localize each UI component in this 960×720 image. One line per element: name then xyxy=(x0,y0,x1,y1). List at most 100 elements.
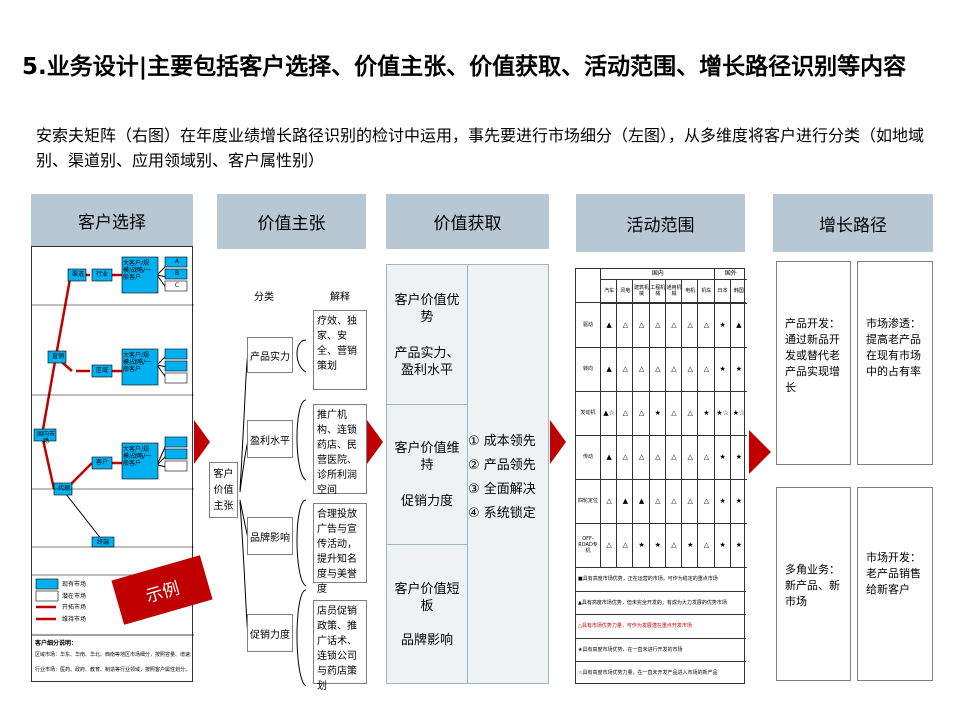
value-prop-category-header: 分类 xyxy=(254,292,274,303)
scope-cell-mark: △ xyxy=(681,391,699,436)
scope-cell-mark: ★ xyxy=(681,523,699,568)
scope-cell-mark: △ xyxy=(664,391,683,436)
customer-note-line: 行业市场：医药、政府、教育、制造等行业领域，按照客户属性划分。 xyxy=(35,667,191,673)
value-prop-category: 促销力度 xyxy=(247,614,293,652)
scope-cell-mark: △ xyxy=(648,347,666,392)
value-capture-title: 客户价值优势 xyxy=(394,293,460,325)
scope-column-header: 通用机械 xyxy=(664,279,683,304)
scope-cell-mark: ▲ xyxy=(729,303,747,348)
flow-arrow xyxy=(194,420,210,464)
scope-cell-mark: △ xyxy=(632,347,650,392)
scope-cell-mark: △ xyxy=(600,523,618,568)
scope-column-header: 工程机械 xyxy=(648,279,666,304)
flow-arrow xyxy=(749,430,771,474)
scope-row-label: 四轮定位 xyxy=(576,479,600,524)
tree-level2-label: 终端 xyxy=(96,539,109,546)
legend-label: 开拓市场 xyxy=(62,604,87,611)
value-capture-sub: 促销力度 xyxy=(400,494,453,509)
scope-cell-mark: ★ xyxy=(713,347,731,392)
value-capture-divider xyxy=(386,404,468,405)
scope-divider xyxy=(576,302,746,303)
scope-cell-mark: △ xyxy=(697,523,715,568)
growth-product-development: 产品开发：通过新品开发或替代老产品实现增长 xyxy=(776,261,851,465)
scope-cell-mark: ▲☆ xyxy=(600,391,618,436)
scope-cell-mark: ★ xyxy=(729,479,747,524)
tree-tag-label: C xyxy=(174,282,180,289)
scope-cell-mark: △ xyxy=(648,303,666,348)
customer-note-line: 区域市场：华东、华南、华北、西南等地区市场细分，按照容量、增速划分。 xyxy=(35,652,191,658)
tree-level2-label: 区域 xyxy=(95,367,108,374)
tree-leaf-label: 大客户/规模/战略/一般客户 xyxy=(123,352,152,373)
tree-leaf-label: 大客户/规模/战略/一般客户 xyxy=(123,446,152,467)
scope-note: △具有市场优势力量，可作为发展潜在重点开发市场 xyxy=(576,614,746,638)
scope-cell-mark: ★ xyxy=(697,391,715,436)
scope-cell-mark: ★☆ xyxy=(713,391,731,436)
scope-cell-mark: △ xyxy=(616,435,634,480)
scope-row-label: 驱动 xyxy=(576,303,600,348)
scope-column-header: 电机 xyxy=(681,279,699,304)
scope-cell-mark: △ xyxy=(664,303,683,348)
scope-cell-mark: ▲ xyxy=(600,303,618,348)
value-capture-divider xyxy=(386,264,468,684)
scope-cell-mark: △ xyxy=(600,479,618,524)
scope-column-header: 风电 xyxy=(616,279,634,304)
scope-cell-mark: △ xyxy=(681,347,699,392)
tree-level1-label: 代理 xyxy=(57,485,70,492)
scope-cell-mark: △ xyxy=(632,435,650,480)
scope-cell-mark: △ xyxy=(681,303,699,348)
value-capture-strategy-list: ① 成本领先 ② 产品领先 ③ 全面解决 ④ 系统锁定 xyxy=(468,430,536,526)
scope-group-header: 国内 xyxy=(600,269,715,280)
value-prop-explain-header: 解释 xyxy=(330,292,350,303)
value-capture-title: 客户价值维持 xyxy=(394,441,460,473)
value-prop-category: 盈利水平 xyxy=(247,420,293,458)
scope-cell-mark: △ xyxy=(632,391,650,436)
tree-root-label: 国内市场 xyxy=(36,431,55,445)
value-prop-center-box: 客户价值主张 xyxy=(209,462,238,518)
legend-label: 现有市场 xyxy=(62,581,87,588)
scope-cell-mark: ▲ xyxy=(616,479,634,524)
scope-cell-mark: △ xyxy=(664,435,683,480)
scope-cell-mark: ★ xyxy=(729,347,747,392)
tree-tag-label: B xyxy=(174,270,180,277)
scope-cell-mark: ★☆ xyxy=(729,391,747,436)
scope-cell-mark: △ xyxy=(616,391,634,436)
legend-label: 潜在市场 xyxy=(62,593,87,600)
scope-cell-mark: ▲ xyxy=(632,479,650,524)
scope-note: ■具有高度市场优势，正在运营的市场，可作为稳定的重点市场 xyxy=(576,567,746,591)
scope-cell-mark: ★ xyxy=(632,523,650,568)
scope-cell-mark: ▲ xyxy=(600,347,618,392)
scope-cell-mark: ★ xyxy=(729,435,747,480)
flow-arrow xyxy=(367,420,383,464)
tree-level2-label: 客户 xyxy=(95,459,108,466)
page-subtitle: 安索夫矩阵（右图）在年度业绩增长路径识别的检讨中运用，事先要进行市场细分（左图）… xyxy=(36,126,925,170)
value-prop-explain: 合理投放广告与宣传活动，提升知名度与美誉度 xyxy=(313,503,367,595)
scope-grid: 国内国外汽车风电建筑机械工程机械通用机械电机机车日本韩国驱动▲△△△△△△★▲转… xyxy=(575,268,747,685)
scope-note: ☆具有高度市场优势力量，在一直未开发产品进入市场的新产品 xyxy=(576,661,746,685)
scope-column-header: 建筑机械 xyxy=(632,279,650,304)
scope-cell-mark: △ xyxy=(664,479,683,524)
scope-cell-mark: △ xyxy=(616,303,634,348)
scope-cell-mark: △ xyxy=(664,523,683,568)
growth-diversification: 多角业务：新产品、新市场 xyxy=(776,487,851,681)
scope-cell-mark: △ xyxy=(697,479,715,524)
column-header-value-prop: 价值主张 xyxy=(217,194,366,249)
scope-column-header: 韩国 xyxy=(729,279,747,304)
scope-cell-mark: △ xyxy=(632,303,650,348)
scope-cell-mark: △ xyxy=(616,347,634,392)
value-prop-category: 产品实力 xyxy=(247,337,293,373)
scope-cell-mark: △ xyxy=(664,347,683,392)
scope-cell-mark: △ xyxy=(648,435,666,480)
value-capture-sub: 产品实力、盈利水平 xyxy=(394,346,460,378)
scope-cell-mark: △ xyxy=(616,523,634,568)
scope-cell-mark: ★ xyxy=(648,391,666,436)
scope-row-label: 发动机 xyxy=(576,391,600,436)
page-title: 5.业务设计|主要包括客户选择、价值主张、价值获取、活动范围、增长路径识别等内容 xyxy=(22,54,907,80)
scope-column-header: 汽车 xyxy=(600,279,618,304)
value-prop-explain: 店员促销政策、推广话术、连锁公司与药店策划 xyxy=(313,600,367,692)
legend-label: 维持市场 xyxy=(62,616,87,623)
scope-row-label: 转向 xyxy=(576,347,600,392)
column-header-scope: 活动范围 xyxy=(576,194,745,252)
scope-cell-mark: ▲ xyxy=(600,435,618,480)
scope-column-header: 机车 xyxy=(697,279,715,304)
growth-market-development: 市场开发：老产品销售给新客户 xyxy=(857,487,933,681)
